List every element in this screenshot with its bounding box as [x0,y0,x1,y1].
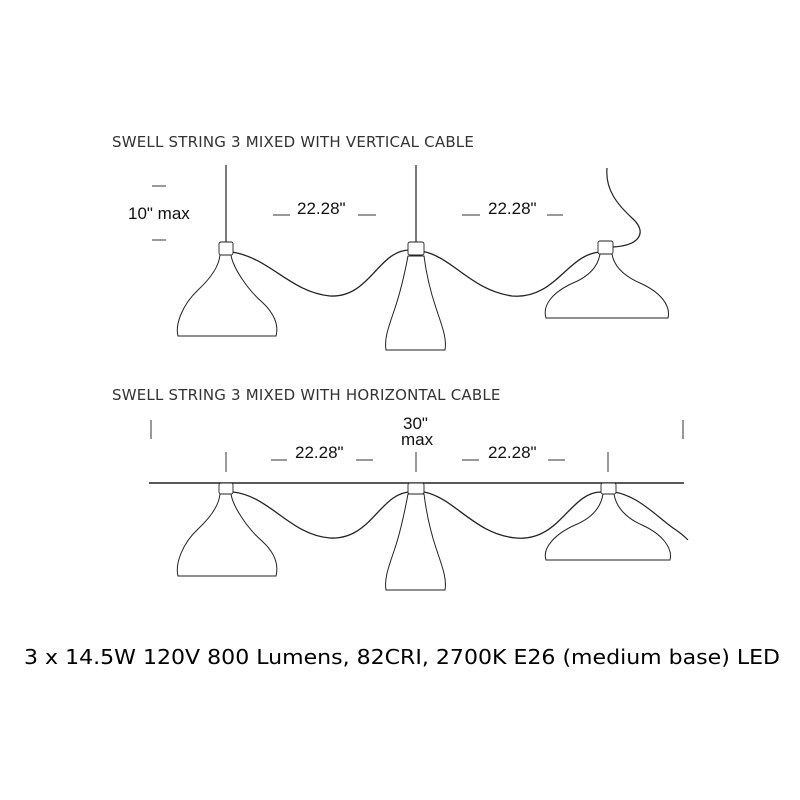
pendant-shade-3 [544,240,669,319]
horizontal-pendant-shade-1 [176,482,278,577]
connecting-cable-1 [231,249,411,297]
shade-3-canopy [597,240,614,255]
horizontal-connecting-cable-1 [232,491,412,539]
vertical-cable-configuration: SWELL STRING 3 MIXED WITH VERTICAL CABLE… [112,133,669,351]
shade-1-canopy [218,241,234,256]
h-shade-2-canopy [407,482,425,495]
h-shade-1-canopy [218,482,234,495]
horizontal-cable-configuration: SWELL STRING 3 MIXED WITH HORIZONTAL CAB… [112,386,689,591]
horizontal-power-cable [613,491,689,541]
horizontal-spacing-right-label: 22.28" [488,443,537,462]
shade-2-body [385,255,446,351]
pendant-shade-2 [385,241,446,351]
connecting-cable-2 [420,250,603,297]
vertical-spacing-right-label: 22.28" [488,199,537,218]
shade-3-body [544,253,669,319]
horizontal-pendant-shade-2 [385,482,446,591]
h-shade-3-canopy [600,482,617,495]
h-shade-2-body [385,493,446,591]
vertical-config-title: SWELL STRING 3 MIXED WITH VERTICAL CABLE [112,133,474,151]
horizontal-connecting-cable-2 [423,491,602,539]
horizontal-width-label-line1: 30" [403,414,428,433]
vertical-spacing-left-label: 22.28" [297,199,346,218]
shade-2-canopy [407,241,425,256]
h-shade-3-body [544,493,671,561]
horizontal-config-title: SWELL STRING 3 MIXED WITH HORIZONTAL CAB… [112,386,501,404]
power-cable-loop [606,167,641,248]
pendant-shade-1 [176,241,278,337]
h-shade-1-body [176,493,278,577]
horizontal-pendant-shade-3 [544,482,671,561]
horizontal-width-label-line2: max [401,430,434,449]
horizontal-spacing-left-label: 22.28" [295,443,344,462]
vertical-height-label: 10" max [128,204,190,223]
lamp-specification: 3 x 14.5W 120V 800 Lumens, 82CRI, 2700K … [24,645,780,669]
shade-1-body [176,254,278,337]
